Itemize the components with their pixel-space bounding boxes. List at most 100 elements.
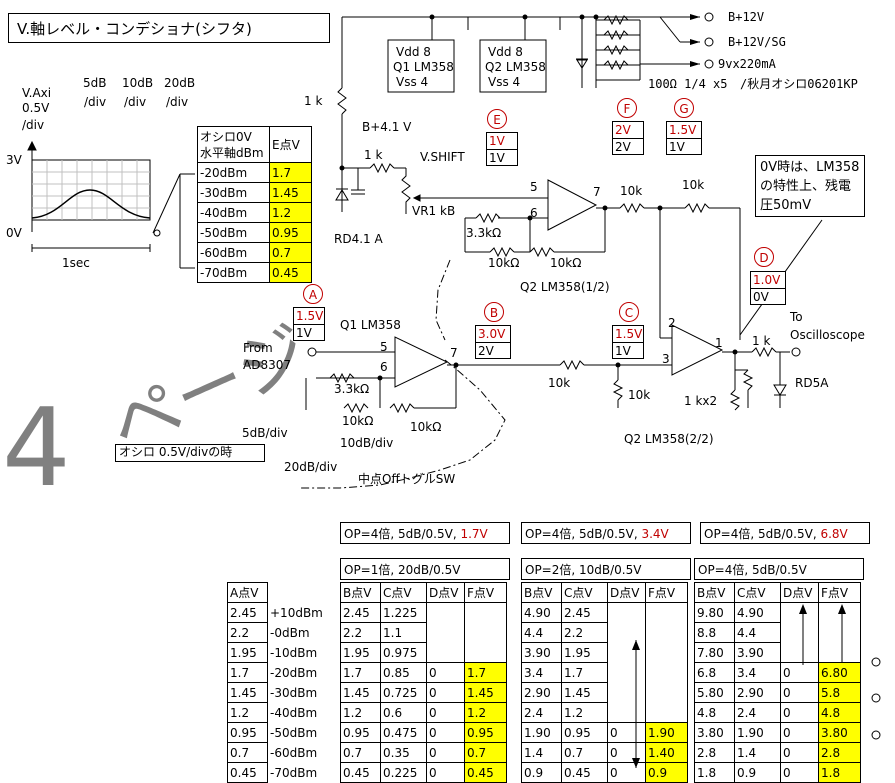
r-10k-c: 10k bbox=[620, 184, 643, 198]
table-head-cell: F点V bbox=[645, 582, 688, 603]
point-g-v1: 1.5V bbox=[669, 123, 697, 137]
op3-header: OP=4倍, 5dB/0.5V bbox=[694, 558, 864, 580]
table-cell: 1.2 bbox=[227, 702, 268, 723]
table-cell: 0.9 bbox=[645, 762, 688, 783]
label-20db-div: 20dB/div bbox=[284, 460, 338, 474]
table-cell: 0.225 bbox=[380, 762, 427, 783]
e-row-v: 1.7 bbox=[269, 162, 312, 183]
table-cell: 0 bbox=[426, 742, 465, 763]
table-cell: 4.90 bbox=[734, 602, 781, 623]
label-5db-div: 5dB/div bbox=[242, 426, 288, 440]
label-q1: Q1 LM358 bbox=[340, 318, 401, 332]
op2-top-header: OP=4倍, 5dB/0.5V, 3.4V bbox=[521, 522, 691, 544]
v-axis-label: V.Axi bbox=[22, 86, 52, 100]
table-cell: 3.80 bbox=[694, 722, 735, 743]
point-a-v1: 1.5V bbox=[296, 309, 324, 323]
table-cell: 1.95 bbox=[340, 642, 381, 663]
e-row-dbm: -60dBm bbox=[197, 242, 270, 263]
point-d-v1: 1.0V bbox=[753, 273, 781, 287]
e-row-dbm: -50dBm bbox=[197, 222, 270, 243]
label-vshift: V.SHIFT bbox=[420, 150, 465, 164]
page-number-watermark: 4 bbox=[2, 386, 71, 511]
pin-5: 5 bbox=[530, 180, 538, 194]
table-cell: 0.7 bbox=[561, 742, 608, 763]
ic2-vss: Vss 4 bbox=[488, 75, 521, 89]
e-row-v: 0.95 bbox=[269, 222, 312, 243]
q1-pin6: 6 bbox=[380, 360, 388, 374]
table-cell: 7.80 bbox=[694, 642, 735, 663]
r-1k-top: 1 k bbox=[304, 94, 323, 108]
table-cell: 1.90 bbox=[521, 722, 562, 743]
table-cell: 2.2 bbox=[227, 622, 268, 643]
table-cell: 1.225 bbox=[380, 602, 427, 623]
point-b-v1: 3.0V bbox=[478, 327, 506, 341]
label-b41: B+4.1 V bbox=[362, 120, 412, 134]
point-g-marker: G bbox=[674, 98, 694, 118]
table-cell: 0.35 bbox=[380, 742, 427, 763]
label-b12sg: B+12V/SG bbox=[728, 35, 786, 49]
r-10k-h: 10k bbox=[628, 388, 651, 402]
table-cell: 1.4 bbox=[521, 742, 562, 763]
point-a-v2: 1V bbox=[294, 324, 324, 340]
table-row: 1.95-10dBm bbox=[227, 642, 340, 663]
table-head-cell: B点V bbox=[694, 582, 735, 603]
pin-7: 7 bbox=[593, 185, 601, 199]
point-e-v2: 1V bbox=[487, 149, 517, 165]
ic1-vss: Vss 4 bbox=[396, 75, 429, 89]
table-cell: 0 bbox=[780, 762, 819, 783]
table-cell: 0.95 bbox=[561, 722, 608, 743]
x-label: 1sec bbox=[62, 256, 90, 270]
table-cell: 2.4 bbox=[521, 702, 562, 723]
table-cell: 0 bbox=[426, 722, 465, 743]
r-33k-b: 3.3kΩ bbox=[334, 382, 370, 396]
table-cell: 1.90 bbox=[734, 722, 781, 743]
table-head-cell bbox=[268, 583, 340, 603]
table-cell: 0.45 bbox=[227, 762, 268, 783]
div-10db-unit: /div bbox=[124, 95, 147, 109]
pin-3: 3 bbox=[662, 352, 670, 366]
label-rd41: RD4.1 A bbox=[334, 232, 383, 246]
r-10k-b: 10kΩ bbox=[550, 256, 582, 270]
table-cell: 1.7 bbox=[340, 662, 381, 683]
table-cell bbox=[426, 622, 465, 643]
table-cell: +10dBm bbox=[270, 605, 323, 620]
table-cell: 1.45 bbox=[227, 682, 268, 703]
label-res-bank: 100Ω 1/4 x5 bbox=[648, 77, 728, 91]
label-akizuki: /秋月オシロ06201KP bbox=[740, 77, 858, 91]
table-head-cell: B点V bbox=[340, 582, 381, 603]
table-cell: 9.80 bbox=[694, 602, 735, 623]
table-cell: 1.45 bbox=[464, 682, 507, 703]
v-axis-unit: /div bbox=[22, 118, 45, 132]
table-cell: 2.45 bbox=[561, 602, 608, 623]
table-head-cell: F点V bbox=[818, 582, 861, 603]
div-20db: 20dB bbox=[164, 76, 196, 90]
table-cell: 0.7 bbox=[464, 742, 507, 763]
table-cell: 2.4 bbox=[734, 702, 781, 723]
v-axis-scale: 0.5V bbox=[22, 101, 50, 115]
r-10k-a: 10kΩ bbox=[488, 256, 520, 270]
point-d-marker: D bbox=[754, 247, 774, 267]
div-20db-unit: /div bbox=[166, 95, 189, 109]
table-cell: 0 bbox=[607, 722, 646, 743]
table-head-cell: D点V bbox=[426, 582, 465, 603]
label-q2a: Q2 LM358(1/2) bbox=[520, 280, 610, 294]
table-cell: -30dBm bbox=[270, 685, 318, 700]
table-cell: 2.2 bbox=[561, 622, 608, 643]
table-cell bbox=[607, 702, 646, 723]
table-cell bbox=[818, 602, 861, 623]
point-c-v1: 1.5V bbox=[615, 327, 643, 341]
r-10k-e: 10kΩ bbox=[342, 414, 374, 428]
table-row: 1.45-30dBm bbox=[227, 682, 340, 703]
table-cell: 4.4 bbox=[734, 622, 781, 643]
